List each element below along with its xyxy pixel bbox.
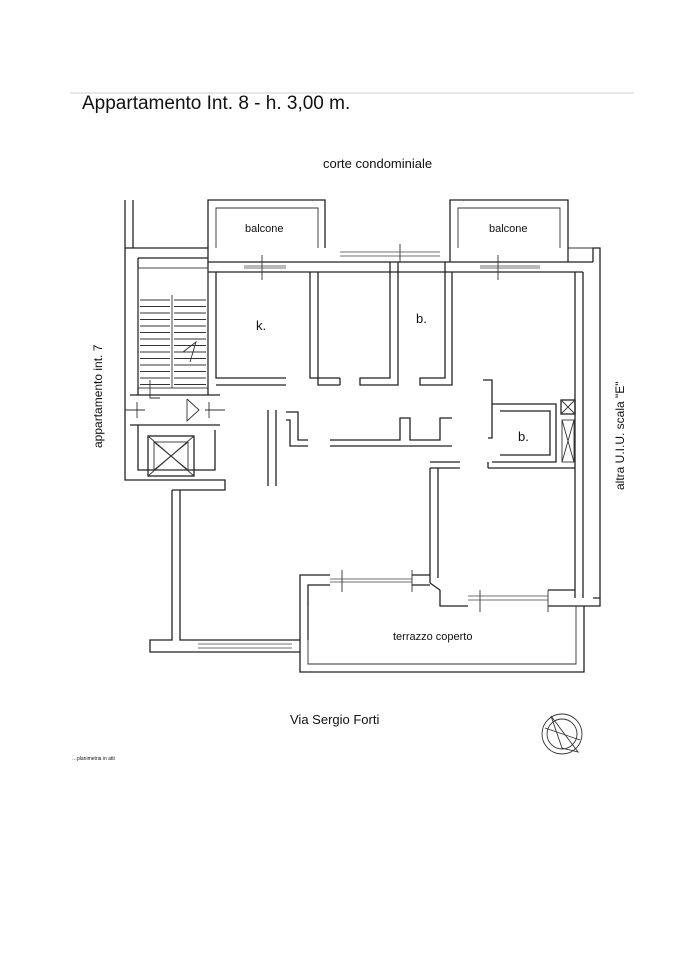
label-neighbor-left: appartamento int. 7 [91,344,105,448]
bottom-windows [198,570,549,649]
label-bath-top: b. [416,311,427,326]
service-shaft [560,399,576,463]
label-street: Via Sergio Forti [290,712,379,727]
label-kitchen: k. [256,318,266,333]
stair-landing [125,394,225,426]
label-bath-right: b. [518,429,529,444]
elevator-icon [147,435,195,477]
staircase-icon [137,267,209,399]
footnote: …planimetria in atti [72,756,115,762]
interior-walls [208,262,575,583]
north-compass-icon [541,713,583,755]
balcony-right [449,199,593,262]
exterior-walls [124,200,601,653]
label-terrazzo-coperto: terrazzo coperto [393,631,472,643]
covered-terrace [299,606,585,673]
label-corte-condominiale: corte condominiale [323,156,432,171]
label-balcone-right: balcone [489,223,528,235]
page-title: Appartamento Int. 8 - h. 3,00 m. [82,93,350,114]
label-neighbor-right: altra U.I.U. scala "E" [613,381,627,490]
label-balcone-left: balcone [245,223,284,235]
top-windows [244,244,540,280]
balcony-left [207,199,326,248]
